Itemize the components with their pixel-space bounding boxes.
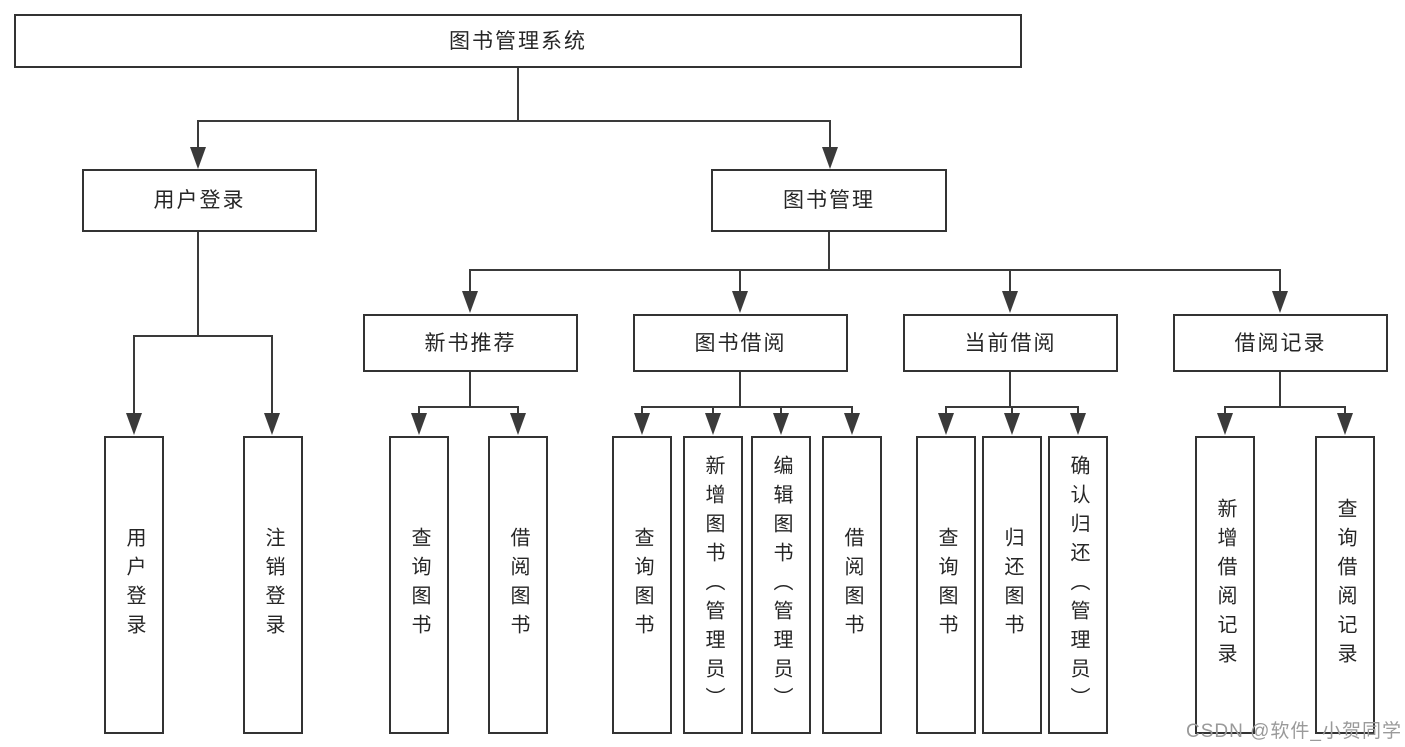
node-borrowing-records: 借阅记录 [1173,314,1388,372]
leaf-records-query-borrow-record: 查询借阅记录 [1315,436,1375,734]
leaf-current-return-books: 归还图书 [982,436,1042,734]
node-current-borrowing: 当前借阅 [903,314,1118,372]
leaf-current-query-books: 查询图书 [916,436,976,734]
node-library-system: 图书管理系统 [14,14,1022,68]
leaf-user-login: 用户登录 [104,436,164,734]
leaf-borrow-query-books: 查询图书 [612,436,672,734]
watermark: CSDN @软件_小贺同学 [1186,721,1402,742]
node-book-management: 图书管理 [711,169,947,232]
leaf-borrow-borrow-books: 借阅图书 [822,436,882,734]
leaf-borrow-add-books-admin: 新增图书（管理员） [683,436,743,734]
leaf-recommend-query-books: 查询图书 [389,436,449,734]
node-book-borrowing: 图书借阅 [633,314,848,372]
node-user-login: 用户登录 [82,169,317,232]
leaf-current-confirm-return-admin: 确认归还（管理员） [1048,436,1108,734]
leaf-borrow-edit-books-admin: 编辑图书（管理员） [751,436,811,734]
leaf-logout: 注销登录 [243,436,303,734]
leaf-records-add-borrow-record: 新增借阅记录 [1195,436,1255,734]
node-new-book-recommendation: 新书推荐 [363,314,578,372]
leaf-recommend-borrow-books: 借阅图书 [488,436,548,734]
